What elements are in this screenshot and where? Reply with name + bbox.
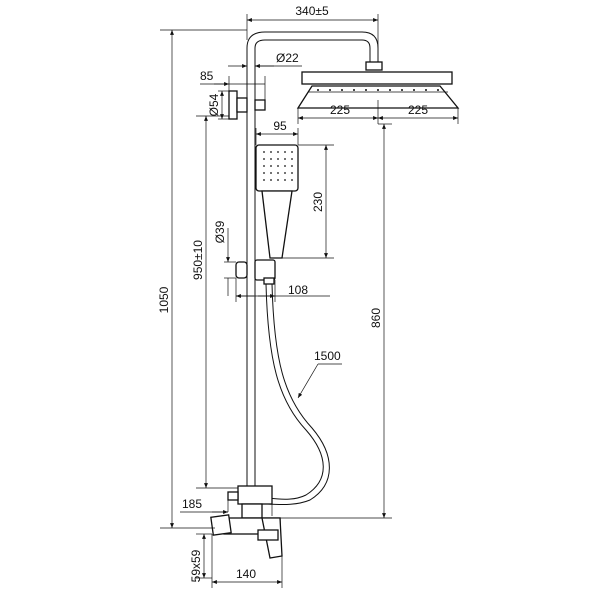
mixer-valve xyxy=(210,485,283,559)
dim-arm-width: 340±5 xyxy=(246,4,379,48)
dim-slider-projection: 108 xyxy=(235,278,330,302)
dim-mixer-depth: 140 xyxy=(211,534,283,588)
dim-label-mixer-depth: 140 xyxy=(236,567,256,581)
dim-label-inlet-offset: 185 xyxy=(182,497,202,511)
dim-label-rail-height: 950±10 xyxy=(191,240,205,280)
dim-label-inlet-size: 59x59 xyxy=(189,549,203,582)
dim-holder-diameter: Ø54 xyxy=(207,90,229,120)
dim-label-head-to-outlet: 860 xyxy=(369,308,383,328)
wall-holder xyxy=(228,90,266,120)
dim-label-holder-offset: 85 xyxy=(200,69,214,83)
dim-label-head-right: 225 xyxy=(408,103,428,117)
dim-pipe-diameter: Ø22 xyxy=(228,51,302,68)
dim-head-size: 225 225 xyxy=(297,100,459,124)
shower-assembly xyxy=(210,31,460,559)
dim-label-slider-diameter: Ø39 xyxy=(213,220,227,243)
dim-label-holder-diameter: Ø54 xyxy=(207,93,221,116)
dim-slider-diameter: Ø39 xyxy=(213,220,236,296)
dim-inlet-offset: 185 xyxy=(180,492,273,516)
dim-head-to-outlet: 860 xyxy=(280,123,392,519)
dim-label-arm-width: 340±5 xyxy=(295,4,329,18)
dim-hand-shower-length: 230 xyxy=(282,144,334,259)
shower-hose xyxy=(265,283,324,500)
dim-label-head-left: 225 xyxy=(330,103,350,117)
head-nozzles xyxy=(317,89,439,91)
dim-label-slider-projection: 108 xyxy=(288,283,308,297)
dim-label-hand-shower-length: 230 xyxy=(311,192,325,212)
dim-overall-height: 1050 xyxy=(157,29,247,529)
dim-hand-shower-width: 95 xyxy=(255,119,299,145)
slide-bar-holder xyxy=(235,259,276,285)
dim-label-hose-length: 1500 xyxy=(314,349,341,363)
dim-label-hand-shower-width: 95 xyxy=(273,119,287,133)
dim-hose-length: 1500 xyxy=(297,349,342,399)
dim-label-overall-height: 1050 xyxy=(157,286,171,313)
dim-rail-height: 950±10 xyxy=(191,115,238,489)
dim-inlet-size: 59x59 xyxy=(189,533,212,582)
dim-label-pipe-diameter: Ø22 xyxy=(276,51,299,65)
dim-holder-offset: 85 xyxy=(200,69,266,100)
hand-shower xyxy=(255,144,299,259)
